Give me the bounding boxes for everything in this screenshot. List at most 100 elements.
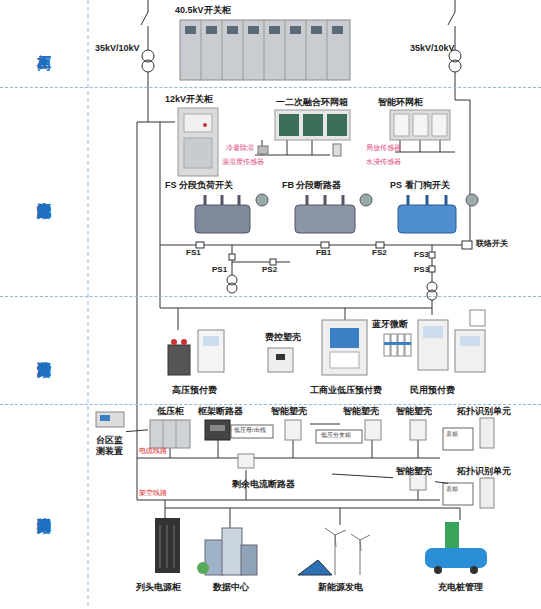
switchgear-cabinet <box>180 20 350 80</box>
equipment-item: 40.5kV开关柜 <box>175 5 355 83</box>
diagram-label: 低压分支箱 <box>321 432 351 439</box>
watchdog-switch <box>407 195 410 205</box>
smart-ring-cabinet <box>390 110 450 140</box>
band-label-box: 物联网解决方案 <box>0 405 88 609</box>
switchgear-cabinet <box>180 20 350 80</box>
molded-case-breaker <box>365 420 381 440</box>
smart-ring-cabinet <box>390 110 450 140</box>
switchgear-cabinet <box>332 26 343 34</box>
bus-wire <box>255 155 330 156</box>
equipment-item: 费控塑壳 <box>258 332 308 376</box>
equipment-item: 智能环网柜 <box>378 97 458 142</box>
equipment-item: 蓝牙微断 <box>372 319 422 359</box>
bluetooth-mcb <box>384 334 411 356</box>
iot-wire <box>137 458 440 459</box>
renewable-generation <box>298 528 370 575</box>
diagram-label: 温湿度传感器 <box>222 158 264 166</box>
equipment-caption: 智能塑壳 <box>343 406 379 417</box>
circuit-breaker <box>342 195 345 205</box>
equipment-item: 新能源发电 <box>292 522 388 593</box>
band-label-box: 预付费解决方案 <box>0 297 88 404</box>
circuit-breaker <box>360 194 372 206</box>
switchgear-cabinet <box>285 20 286 80</box>
bus-wire <box>440 140 441 152</box>
equipment-item: 剩余电流断路器 <box>232 452 332 490</box>
diagram-label: 联络开关 <box>476 240 508 249</box>
switchgear-12kv <box>184 114 212 132</box>
molded-case-breaker <box>268 348 293 372</box>
equipment-caption: 工商业低压预付费 <box>310 385 382 396</box>
monitor-device <box>96 412 124 427</box>
watchdog-switch <box>398 205 456 233</box>
wire-connector <box>332 474 393 478</box>
diagram-label: FS3 <box>414 251 429 260</box>
switchgear-cabinet <box>227 26 238 34</box>
commercial-prepaid-cabinet <box>322 320 367 375</box>
equipment-caption: FS 分段负荷开关 <box>165 180 233 191</box>
equipment-item: 一二次融合环网箱 <box>262 97 362 142</box>
diagram-label: 35kV/10kV <box>95 44 140 54</box>
frame-breaker <box>205 420 230 440</box>
renewable-generation <box>351 534 360 540</box>
sensor-icon <box>333 144 341 156</box>
load-switch <box>195 194 268 233</box>
renewable-generation <box>298 560 332 575</box>
topology-unit <box>480 418 494 508</box>
molded-case-breaker <box>285 420 301 440</box>
bus-wire <box>395 152 455 153</box>
equipment-item: PS 看门狗开关 <box>390 180 495 236</box>
switchgear-cabinet <box>327 20 328 80</box>
frame-breaker <box>210 425 225 431</box>
equipment-caption: 费控塑壳 <box>265 332 301 343</box>
switchgear-cabinet <box>206 26 217 34</box>
equipment-caption: 数据中心 <box>213 582 249 593</box>
iot-wire <box>137 500 440 501</box>
switchgear-12kv <box>184 138 212 168</box>
iot-wire <box>293 440 294 458</box>
band-separator <box>88 0 89 609</box>
iot-wire <box>170 448 171 458</box>
smart-ring-cabinet <box>394 114 409 136</box>
frame-breaker <box>205 420 230 440</box>
prepaid-wire <box>345 308 346 320</box>
switch-symbol <box>270 259 276 265</box>
solution-band: 高压柜40.5kV开关柜 <box>0 0 541 88</box>
small-box <box>316 430 362 443</box>
molded-case-breaker <box>410 420 426 440</box>
equipment-caption: FB 分段断路器 <box>282 180 342 191</box>
switchgear-cabinet <box>222 20 223 80</box>
equipment-item: 拓扑识别单元 <box>448 466 520 510</box>
equipment-item: 列头电源柜 <box>118 513 198 593</box>
charging-station <box>425 522 487 574</box>
smart-ring-cabinet <box>413 114 428 136</box>
feeder-wire <box>455 0 456 12</box>
renewable-generation <box>335 535 336 547</box>
iot-wire <box>165 508 460 509</box>
hv-prepaid-device <box>181 339 187 345</box>
ring-main-box <box>279 114 299 136</box>
switchgear-cabinet <box>311 26 322 34</box>
switch-symbol <box>429 252 435 258</box>
commercial-prepaid-cabinet <box>330 328 359 348</box>
watchdog-switch <box>426 195 429 205</box>
diagram-label: 表箱 <box>446 486 458 493</box>
topology-unit <box>480 418 494 448</box>
residential-meter <box>470 310 485 326</box>
ring-main-box <box>327 114 347 136</box>
load-switch <box>256 194 268 206</box>
equipment-caption: 智能塑壳 <box>396 466 432 477</box>
watchdog-switch <box>466 194 478 206</box>
circuit-breaker <box>306 195 309 205</box>
equipment-caption: 民用预付费 <box>410 385 455 396</box>
equipment-item: 12kV开关柜 <box>165 94 230 178</box>
power-cabinet <box>167 525 168 568</box>
equipment-item: 数据中心 <box>198 522 264 593</box>
equipment-caption: 40.5kV开关柜 <box>175 5 231 16</box>
residential-meter <box>460 336 480 346</box>
equipment-caption: 拓扑识别单元 <box>457 406 511 417</box>
diagram-label: 表箱 <box>446 431 458 438</box>
sensor-icon <box>258 146 268 154</box>
equipment-item: FS 分段负荷开关 <box>165 180 275 236</box>
